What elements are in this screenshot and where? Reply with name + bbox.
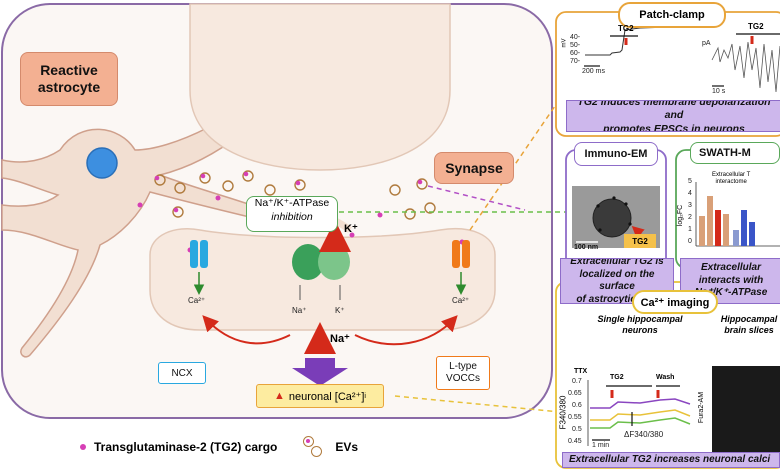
trace1-tick-3: 70-	[570, 58, 581, 65]
synapse-label: Synapse	[434, 152, 514, 184]
ca-ytick-4: 0.5	[572, 426, 582, 433]
ca-fura: Fura2-AM	[698, 391, 706, 424]
trace1-tick-0: 40-	[570, 34, 581, 41]
ca-time-bar: 1 min	[592, 442, 610, 449]
neuronal-ca-subscript: i	[364, 392, 366, 400]
trace1-unit: mV	[561, 38, 568, 48]
ca-delta: ΔF340/380	[624, 430, 664, 439]
purple-down-arrow	[292, 358, 348, 386]
ncx-channel	[190, 240, 208, 295]
trace-epsc	[711, 41, 780, 93]
na-to-ncx-arrow	[202, 315, 291, 345]
ca-right-title: Hippocampal brain slices	[720, 314, 778, 335]
ca-ytick-1: 0.65	[568, 390, 582, 397]
trace1-tick-1: 50-	[570, 42, 581, 49]
swath-title: SWATH-M	[690, 142, 780, 164]
ca-imaging-title: Ca²⁺ imaging	[632, 290, 718, 314]
ev-particle	[592, 198, 632, 238]
ca-ytick-5: 0.45	[568, 438, 582, 445]
legend-evs-label: EVs	[335, 440, 359, 454]
swath-ytick-1: 4	[688, 190, 692, 197]
patch-clamp-caption: TG2 induces membrane depolarization and …	[566, 100, 780, 132]
ca-imaging-caption: Extracellular TG2 increases neuronal cal…	[562, 452, 780, 468]
presynaptic-terminal	[189, 3, 451, 171]
vocc-channel	[452, 240, 470, 295]
ncx-label: NCX	[158, 362, 206, 384]
ca-right-label: Ca²⁺	[452, 296, 470, 305]
na-big-label: Na⁺	[330, 333, 350, 345]
patch-clamp-title: Patch-clamp	[618, 2, 726, 28]
swath-ylabel: log₂FC	[677, 204, 685, 227]
up-arrow-icon: ▲	[274, 390, 285, 402]
ca-ytick-2: 0.6	[572, 402, 582, 409]
ca-ylabel: F340/380	[558, 395, 568, 430]
ca-left-title: Single hippocampal neurons	[597, 314, 683, 335]
trace2-tg2: TG2	[748, 22, 764, 31]
trace1-time: 200 ms	[582, 68, 605, 75]
ca-ttx: TTX	[574, 368, 588, 375]
ca-wash: Wash	[656, 374, 675, 381]
swath-ytick-0: 5	[688, 178, 692, 185]
postsynaptic-neuron	[149, 228, 496, 331]
legend-cargo-label: Transglutaminase-2 (TG2) cargo	[94, 440, 278, 454]
swath-ytick-2: 3	[688, 202, 692, 209]
trace-depolarization	[585, 25, 701, 56]
atpase-inhibition-box: Na⁺/K⁺-ATPase inhibition	[246, 196, 338, 232]
k-up-label: K⁺	[344, 223, 358, 235]
gold-particles	[596, 196, 632, 232]
ca-ytick-0: 0.7	[572, 378, 582, 385]
trace2-time: 10 s	[712, 88, 726, 95]
neuronal-ca-box: ▲ neuronal [Ca²⁺]i	[256, 384, 384, 408]
na-k-atpase	[292, 244, 350, 300]
em-scale-label: 100 nm	[574, 244, 599, 251]
immuno-em-title: Immuno-EM	[574, 142, 658, 166]
trace2-unit: pA	[702, 40, 711, 47]
ca-left-label: Ca²⁺	[188, 296, 206, 305]
astrocyte-label: Reactive astrocyte	[20, 52, 118, 106]
ca-ytick-3: 0.55	[568, 414, 582, 421]
ca-tg2: TG2	[610, 374, 624, 381]
brain-slice-image	[712, 366, 780, 452]
ev-icon	[303, 436, 329, 458]
neuronal-ca-text: neuronal [Ca²⁺]	[288, 390, 365, 403]
swath-panel-frame	[675, 149, 780, 269]
swath-inner-title: Extracellular T interactome	[712, 172, 751, 186]
em-tg2-tag: TG2	[624, 234, 656, 248]
ev-vesicles	[154, 170, 436, 220]
legend: Transglutaminase-2 (TG2) cargo EVs	[80, 436, 358, 458]
ca-connector	[394, 395, 561, 413]
trace1-tick-2: 60-	[570, 50, 581, 57]
vocc-label: L-type VOCCs	[436, 356, 490, 390]
ca-imaging-plot	[587, 380, 691, 446]
atpase-line1: Na⁺/K⁺-ATPase	[254, 197, 330, 209]
cargo-dot-icon	[80, 444, 86, 450]
ev-connector	[427, 185, 526, 211]
na-small-label: Na⁺	[292, 306, 307, 315]
swath-bar-chart	[695, 182, 780, 247]
k-small-label: K⁺	[335, 306, 345, 315]
atpase-line2: inhibition	[271, 210, 313, 223]
swath-ytick-3: 2	[688, 214, 692, 221]
swath-ytick-5: 0	[688, 238, 692, 245]
astrocyte-nucleus	[86, 147, 118, 179]
na-to-vocc-arrow	[354, 315, 458, 346]
trace1-tg2: TG2	[618, 24, 634, 33]
swath-ytick-4: 1	[688, 226, 692, 233]
